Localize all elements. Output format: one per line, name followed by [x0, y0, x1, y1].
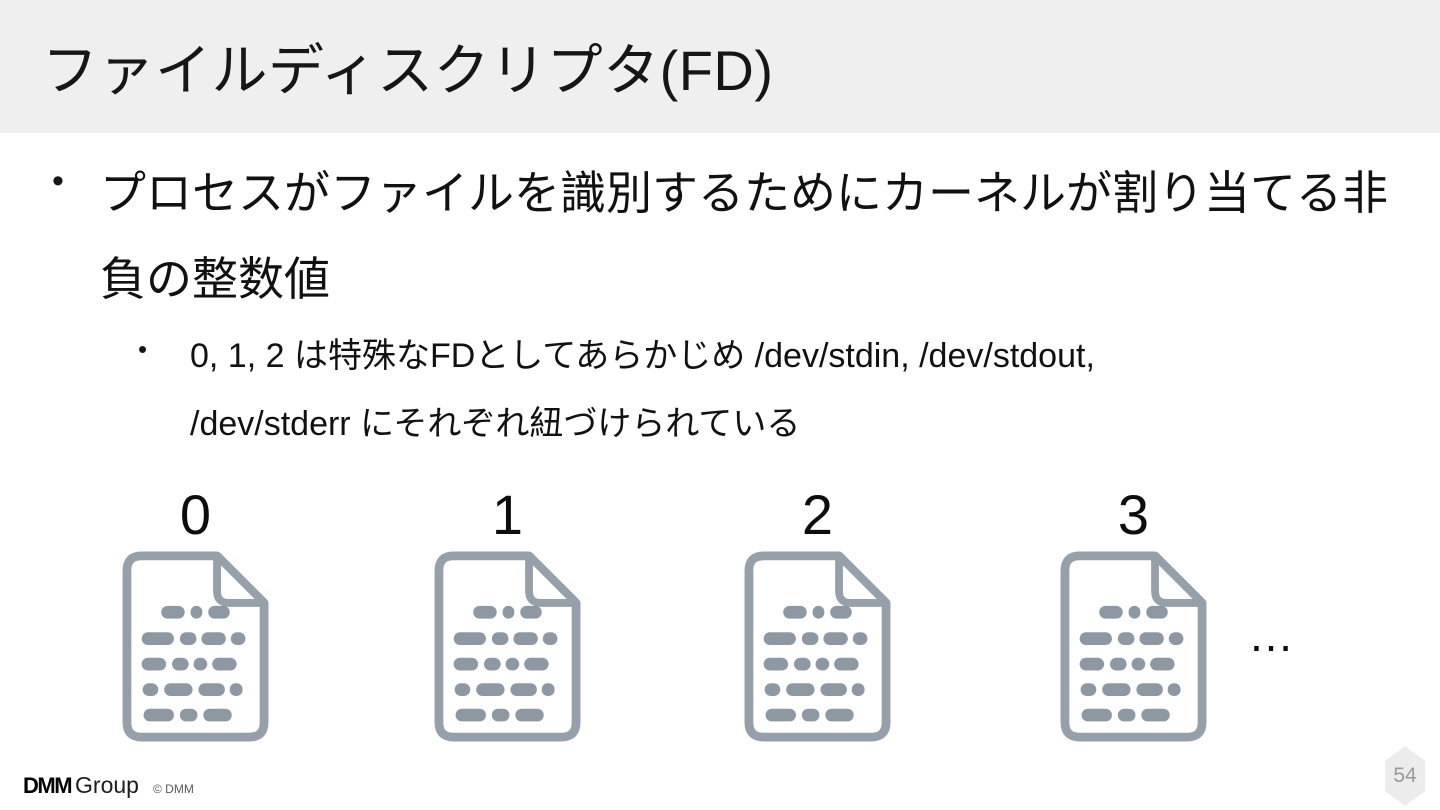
fd-number: 2	[801, 483, 834, 546]
bullet-marker: •	[138, 334, 148, 364]
fd-number: 0	[179, 483, 212, 546]
fd-number: 3	[1117, 483, 1150, 546]
document-icon	[434, 551, 581, 742]
copyright-text: © DMM	[152, 782, 194, 796]
document-icon	[1060, 551, 1207, 742]
bullet-main-line-1: プロセスがファイルを識別するためにカーネルが割り当てる非	[100, 167, 1388, 219]
fd-item-3: 3	[1060, 485, 1207, 742]
bullet-sub-line-2: /dev/stderr にそれぞれ紐づけられている	[190, 405, 801, 443]
bullet-sub: 0, 1, 2 は特殊なFDとしてあらかじめ /dev/stdin, /dev/…	[190, 322, 1340, 458]
bullet-marker: •	[52, 162, 64, 200]
fd-item-0: 0	[122, 485, 269, 742]
bullet-main-line-2: 負の整数値	[100, 253, 330, 305]
slide-header: ファイルディスクリプタ(FD)	[0, 0, 1440, 133]
fd-number: 1	[491, 483, 524, 546]
page-number: 54	[1393, 764, 1417, 787]
bullet-sub-line-1: 0, 1, 2 は特殊なFDとしてあらかじめ /dev/stdin, /dev/…	[190, 337, 1095, 375]
document-icon	[122, 551, 269, 742]
bullet-main: プロセスがファイルを識別するためにカーネルが割り当てる非 負の整数値	[100, 150, 1400, 322]
page-title: ファイルディスクリプタ(FD)	[42, 39, 774, 102]
dmm-logo: DMM	[23, 773, 73, 798]
dmm-logo-group: Group	[75, 772, 139, 798]
page-number-badge: 54	[1385, 746, 1425, 806]
fd-item-2: 2	[744, 485, 891, 742]
slide-footer: DMM Group © DMM	[23, 772, 194, 798]
ellipsis-text: …	[1248, 609, 1296, 661]
document-icon	[744, 551, 891, 742]
fd-item-1: 1	[434, 485, 581, 742]
